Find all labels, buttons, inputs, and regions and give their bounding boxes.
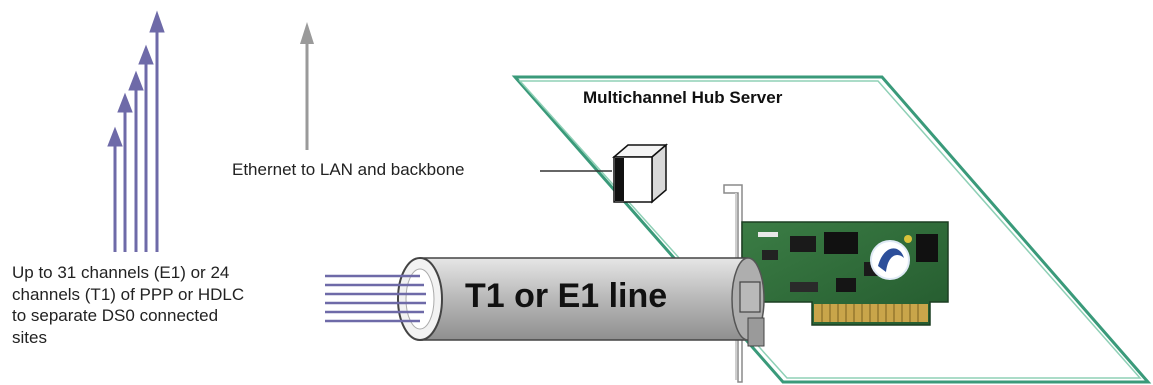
- channel-arrows: [107, 10, 165, 252]
- line-label: T1 or E1 line: [465, 277, 668, 315]
- network-card-icon: [741, 221, 949, 326]
- up-arrow-icon: [107, 126, 123, 252]
- up-arrow-icon: [128, 70, 144, 252]
- ethernet-label: Ethernet to LAN and backbone: [232, 160, 465, 179]
- up-arrow-icon: [138, 44, 154, 252]
- ethernet-arrow: [300, 22, 314, 150]
- channels-label: Up to 31 channels (E1) or 24 channels (T…: [12, 263, 245, 347]
- up-arrow-icon: [117, 92, 133, 252]
- ethernet-connector-icon: [611, 143, 669, 204]
- up-arrow-icon: [149, 10, 165, 252]
- server-title: Multichannel Hub Server: [583, 88, 783, 107]
- channel-lines: [325, 274, 426, 323]
